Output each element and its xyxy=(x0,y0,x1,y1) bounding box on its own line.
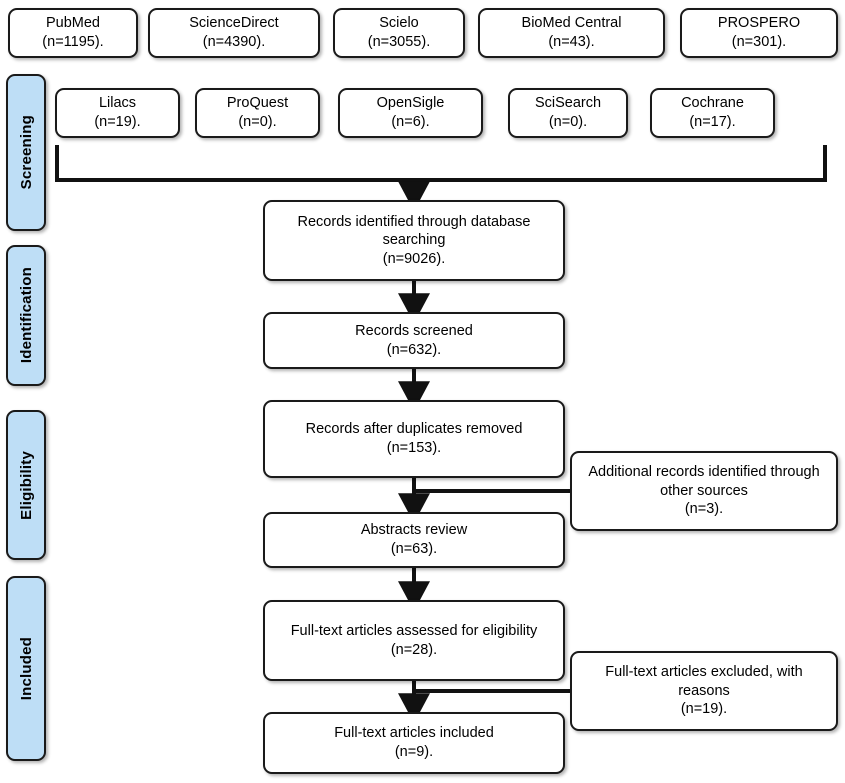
source-box-scielo: Scielo (n=3055). xyxy=(333,8,465,58)
source-box-biomed-central: BioMed Central (n=43). xyxy=(478,8,665,58)
flow-text-screened: Records screened (n=632). xyxy=(355,322,473,358)
flow-text-identified: Records identified through database sear… xyxy=(297,213,531,267)
flow-box-duplicates-removed: Records after duplicates removed (n=153)… xyxy=(263,400,565,478)
source-box-sciencedirect: ScienceDirect (n=4390). xyxy=(148,8,320,58)
source-text-scisearch: SciSearch (n=0). xyxy=(534,95,602,130)
stage-label-screening: Screening xyxy=(17,115,35,190)
flow-box-fulltext-included: Full-text articles included (n=9). xyxy=(263,712,565,774)
source-text-opensigle: OpenSigle (n=6). xyxy=(376,95,445,130)
flow-text-abstracts-review: Abstracts review (n=63). xyxy=(360,522,468,557)
source-box-proquest: ProQuest (n=0). xyxy=(195,88,320,138)
source-box-opensigle: OpenSigle (n=6). xyxy=(338,88,483,138)
flow-box-screened: Records screened (n=632). xyxy=(263,312,565,369)
flow-box-fulltext-assessed: Full-text articles assessed for eligibil… xyxy=(263,600,565,681)
source-text-scielo: Scielo (n=3055). xyxy=(367,15,431,50)
stage-label-included: Included xyxy=(17,636,35,701)
side-box-additional-records: Additional records identified through ot… xyxy=(570,451,838,531)
source-box-cochrane: Cochrane (n=17). xyxy=(650,88,775,138)
side-text-additional-records: Additional records identified through ot… xyxy=(588,464,820,518)
source-text-biomed-central: BioMed Central (n=43). xyxy=(521,15,622,50)
stage-label-eligibility: Eligibility xyxy=(17,450,35,520)
flow-text-duplicates-removed: Records after duplicates removed (n=153)… xyxy=(305,421,523,456)
stage-included: Included xyxy=(6,576,46,761)
source-text-sciencedirect: ScienceDirect (n=4390). xyxy=(189,15,279,50)
flow-text-fulltext-assessed: Full-text articles assessed for eligibil… xyxy=(290,622,538,658)
stage-screening: Screening xyxy=(6,74,46,231)
flow-text-fulltext-included: Full-text articles included (n=9). xyxy=(334,725,494,760)
stage-eligibility: Eligibility xyxy=(6,410,46,560)
side-text-fulltext-excluded: Full-text articles excluded, with reason… xyxy=(605,664,803,718)
stage-identification: Identification xyxy=(6,245,46,386)
source-box-lilacs: Lilacs (n=19). xyxy=(55,88,180,138)
source-box-prospero: PROSPERO (n=301). xyxy=(680,8,838,58)
source-text-pubmed: PubMed (n=1195). xyxy=(42,15,104,50)
source-text-cochrane: Cochrane (n=17). xyxy=(681,95,744,130)
flow-box-identified: Records identified through database sear… xyxy=(263,200,565,281)
source-text-lilacs: Lilacs (n=19). xyxy=(94,95,141,130)
side-box-fulltext-excluded: Full-text articles excluded, with reason… xyxy=(570,651,838,731)
stage-label-identification: Identification xyxy=(17,267,35,364)
sources-collector-bracket xyxy=(55,145,827,182)
source-text-prospero: PROSPERO (n=301). xyxy=(717,15,801,50)
source-box-scisearch: SciSearch (n=0). xyxy=(508,88,628,138)
source-text-proquest: ProQuest (n=0). xyxy=(226,95,289,130)
flow-box-abstracts-review: Abstracts review (n=63). xyxy=(263,512,565,568)
source-box-pubmed: PubMed (n=1195). xyxy=(8,8,138,58)
